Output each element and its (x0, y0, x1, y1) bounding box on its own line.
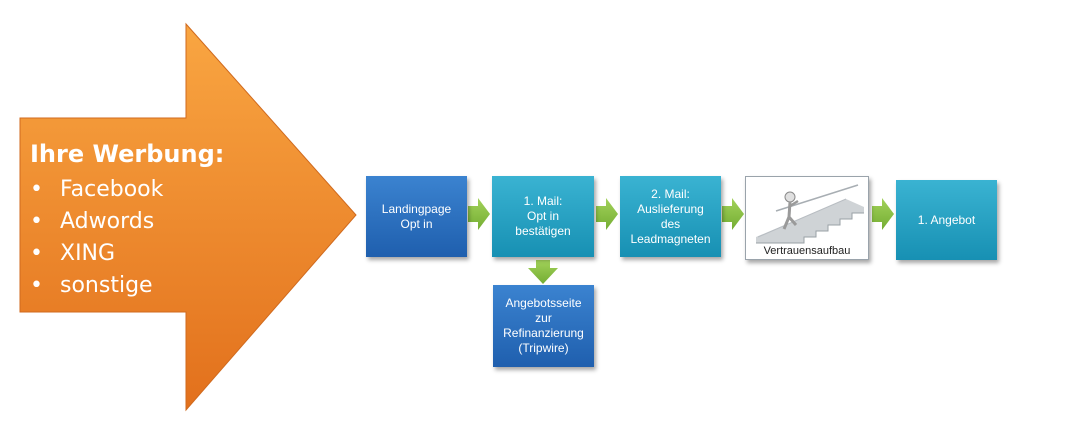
step-label: Vertrauensaufbau (763, 245, 851, 257)
step-mail-1: 1. Mail: Opt in bestätigen (492, 176, 594, 257)
stairs-climber-icon (756, 184, 864, 244)
step-mail-2: 2. Mail: Auslieferung des Leadmagneten (620, 176, 721, 257)
step-label: 1. Angebot (917, 212, 976, 227)
big-arrow-title: Ihre Werbung: (30, 140, 225, 168)
step-label: Angebotsseite zur Refinanzierung (Tripwi… (503, 296, 584, 355)
step-label: 1. Mail: Opt in bestätigen (515, 194, 571, 238)
big-orange-arrow (19, 22, 357, 412)
arrow-down-icon (528, 260, 558, 284)
step-angebot: 1. Angebot (896, 180, 997, 260)
list-item: •XING (30, 241, 116, 266)
arrow-right-icon (872, 198, 894, 230)
list-item: •sonstige (30, 273, 153, 298)
big-arrow-text: Ihre Werbung: •Facebook •Adwords •XING •… (30, 140, 224, 302)
step-landingpage: Landingpage Opt in (366, 176, 467, 257)
arrow-right-icon (722, 198, 744, 230)
arrow-right-icon (468, 198, 490, 230)
arrow-right-icon (596, 198, 618, 230)
step-label: 2. Mail: Auslieferung des Leadmagneten (630, 186, 711, 246)
step-tripwire: Angebotsseite zur Refinanzierung (Tripwi… (493, 285, 594, 367)
list-item: •Adwords (30, 209, 155, 234)
step-vertrauensaufbau: Vertrauensaufbau (745, 176, 869, 260)
step-label: Landingpage Opt in (381, 201, 452, 231)
list-item: •Facebook (30, 177, 164, 202)
ad-channel-list: •Facebook •Adwords •XING •sonstige (30, 174, 224, 302)
